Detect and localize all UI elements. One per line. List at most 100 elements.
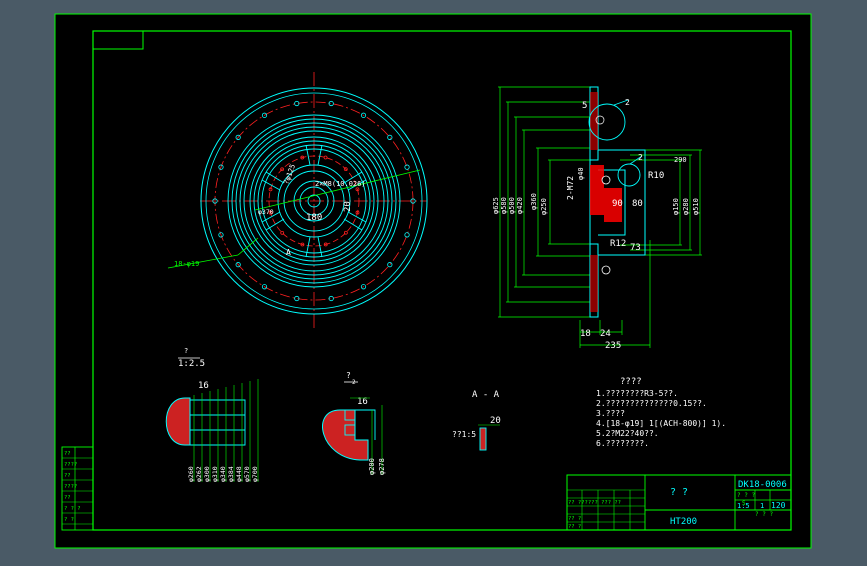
detail-circle xyxy=(588,103,626,141)
detail-dim-label: φ448 xyxy=(235,466,243,482)
bolt-hole xyxy=(294,295,300,302)
svg-text:?? ?: ?? ? xyxy=(568,524,581,530)
bolt-hole xyxy=(404,232,410,238)
svg-text:φ580: φ580 xyxy=(500,197,508,214)
bolt-hole xyxy=(410,198,416,204)
svg-text:φ280: φ280 xyxy=(682,198,690,215)
svg-text:16: 16 xyxy=(198,381,209,391)
svg-text:80: 80 xyxy=(632,199,643,209)
revision-cell: ?? xyxy=(64,473,71,479)
tech-note-line: 4.[18-φ19] 1[(ACH-800)] 1). xyxy=(596,419,726,428)
svg-text:2: 2 xyxy=(638,153,643,162)
inner-hole xyxy=(355,210,360,215)
material: HT200 xyxy=(670,517,697,527)
svg-text:φ510: φ510 xyxy=(692,198,700,215)
title-block: DK18-0006 ? ? HT200 1:5 1 120 ?? ?????? … xyxy=(566,474,792,531)
main-front-view: ?φ125 2×M8(10.026) φ370 180 20 A 18-φ19 xyxy=(167,72,428,330)
svg-text:24: 24 xyxy=(600,329,611,339)
svg-text:2: 2 xyxy=(625,98,630,107)
bolt-hole xyxy=(328,295,334,302)
tech-note-line: 3.???? xyxy=(596,409,625,418)
inner-hole xyxy=(300,242,305,247)
detail-dim-label: φ700 xyxy=(251,466,259,482)
section-aa-title: A - A xyxy=(472,390,500,400)
inner-hole xyxy=(323,242,328,247)
revision-cell: ?? xyxy=(64,495,71,501)
bolt-hole xyxy=(360,284,367,290)
inner-hole xyxy=(323,155,328,160)
svg-text:φ200: φ200 xyxy=(368,458,376,475)
detail-mid-view: ? 2 16 φ200 φ278 xyxy=(322,371,386,475)
inner-hole xyxy=(268,187,273,192)
inner-hole xyxy=(300,155,305,160)
detail-dim-label: φ260 xyxy=(187,466,195,482)
label-a: A xyxy=(286,248,291,257)
svg-text:φ40: φ40 xyxy=(577,167,585,180)
inner-hole xyxy=(343,230,348,235)
weight-value: 120 xyxy=(771,501,786,510)
inner-hole xyxy=(280,167,285,172)
svg-text:2: 2 xyxy=(352,379,356,386)
revision-cell: ???? xyxy=(64,484,77,490)
svg-text:18: 18 xyxy=(580,329,591,339)
svg-text:??1:5: ??1:5 xyxy=(452,430,476,439)
svg-text:?? ?????? ??? ??: ?? ?????? ??? ?? xyxy=(568,500,621,506)
tech-note-line: 5.2?M22?40??. xyxy=(596,429,659,438)
bolt-hole xyxy=(212,198,218,204)
bolt-hole xyxy=(261,284,268,290)
svg-text:235: 235 xyxy=(605,341,621,351)
technical-notes: ???? 1.????????R3-5??.2.??????????????0.… xyxy=(596,377,726,448)
svg-text:1:2.5: 1:2.5 xyxy=(178,359,205,369)
svg-text:S: S xyxy=(742,500,746,507)
svg-text:16: 16 xyxy=(357,397,368,407)
svg-text:?: ? xyxy=(346,371,351,380)
qty-value: 1 xyxy=(760,502,764,510)
revision-cell: ???? xyxy=(64,462,77,468)
svg-text:20: 20 xyxy=(490,416,501,426)
outer-rim xyxy=(200,87,428,315)
bolt-hole xyxy=(387,134,393,140)
svg-text:?? ?: ?? ? xyxy=(568,516,581,522)
tech-note-line: 2.??????????????0.15??. xyxy=(596,399,707,408)
svg-text:φ150: φ150 xyxy=(672,198,680,215)
revision-cell: ? ? ? xyxy=(64,506,81,512)
svg-text:φ420: φ420 xyxy=(516,197,524,214)
svg-text:φ625: φ625 xyxy=(492,197,500,214)
svg-text:73: 73 xyxy=(630,243,641,253)
paper-sheet xyxy=(54,13,812,549)
svg-text:φ360: φ360 xyxy=(530,193,538,210)
inner-hole xyxy=(280,230,285,235)
svg-text:90: 90 xyxy=(612,199,623,209)
svg-text:290: 290 xyxy=(674,156,687,164)
detail-dim-label: φ570 xyxy=(243,466,251,482)
detail-dim-label: φ300 xyxy=(203,466,211,482)
svg-text:R12: R12 xyxy=(610,239,626,249)
bolt-note: 18-φ19 xyxy=(174,260,199,268)
svg-text:? ? ?: ? ? ? xyxy=(755,511,773,518)
outer-bolt-holes xyxy=(212,100,416,302)
svg-text:φ278: φ278 xyxy=(378,458,386,475)
bolt-hole xyxy=(294,100,300,107)
svg-text:5: 5 xyxy=(582,101,587,111)
svg-text:φ500: φ500 xyxy=(508,197,516,214)
svg-text:2-M72: 2-M72 xyxy=(566,176,575,200)
detail-dim-label: φ262 xyxy=(195,466,203,482)
tech-notes-heading: ???? xyxy=(620,377,642,387)
revision-cell: ? ? xyxy=(64,517,74,523)
drawing-frame xyxy=(92,30,792,531)
corner-tag-box xyxy=(92,30,144,50)
inner-hole xyxy=(355,187,360,192)
bolt-hole xyxy=(261,112,268,118)
inner-hole-marks xyxy=(268,155,360,247)
detail-dim-label: φ310 xyxy=(211,466,219,482)
dim-180: 180 xyxy=(306,213,322,223)
section-view: 5 2 2 φ625 φ580 φ500 φ420 φ360 φ250 2-M7… xyxy=(492,86,702,351)
inner-hole xyxy=(268,210,273,215)
svg-text:R10: R10 xyxy=(648,171,664,181)
bolt-hole xyxy=(360,112,367,118)
bolt-hole xyxy=(387,262,393,268)
outer-rim-inner xyxy=(205,92,423,310)
